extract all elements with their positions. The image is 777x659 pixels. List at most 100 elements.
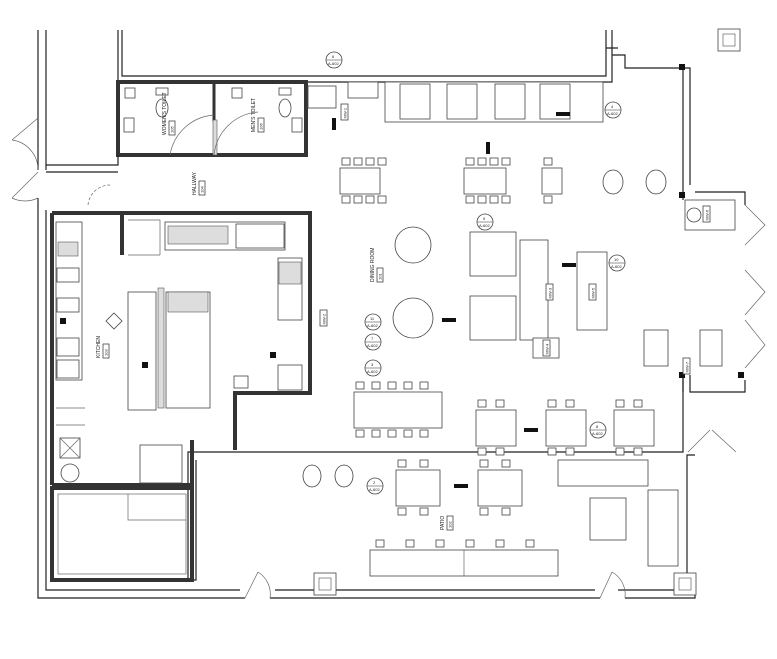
svg-text:4: 4 — [611, 104, 614, 109]
chair — [479, 507, 489, 516]
restroom-block — [116, 80, 308, 157]
chair — [477, 447, 487, 456]
chair — [353, 195, 363, 204]
chair — [387, 429, 397, 438]
banquette-north — [307, 81, 604, 123]
chair — [403, 429, 413, 438]
chair — [397, 459, 407, 468]
dining-tables-east — [643, 199, 736, 367]
chair — [353, 157, 363, 166]
exterior-doors — [11, 117, 766, 599]
fixture-tag-mw4: MW-4 — [542, 339, 551, 357]
svg-text:MW-7: MW-7 — [685, 361, 690, 372]
svg-text:106: 106 — [259, 123, 264, 130]
kitchen-elevation-marker — [105, 312, 123, 330]
elevation-tag-8: 8 A-602 — [589, 421, 607, 439]
dining-label: DINING ROOM 101 — [370, 248, 384, 283]
svg-text:A-602: A-602 — [369, 487, 380, 492]
chair — [495, 447, 505, 456]
svg-text:A-602: A-602 — [611, 264, 622, 269]
fixture-tag-mw5: MW-5 — [588, 283, 597, 301]
chair — [387, 381, 397, 390]
kitchen-walls — [50, 211, 312, 487]
elevation-tag-6: 7 A-602 — [364, 333, 382, 351]
chair — [377, 157, 387, 166]
fixture-tag-mw6: MW-6 — [702, 205, 711, 223]
chair — [465, 539, 475, 548]
svg-text:10: 10 — [614, 257, 619, 262]
chair — [355, 429, 365, 438]
chair — [495, 399, 505, 408]
chair — [489, 195, 499, 204]
chair — [501, 195, 511, 204]
patio-label: PATIO 102 — [440, 515, 454, 531]
booth-island — [469, 231, 608, 359]
svg-text:MEN'S TOILET: MEN'S TOILET — [251, 98, 257, 132]
kitchen-label: KITCHEN 103 — [96, 336, 110, 359]
chairs — [341, 157, 643, 548]
chair — [419, 381, 429, 390]
chair — [501, 157, 511, 166]
svg-text:A-602: A-602 — [607, 111, 618, 116]
chair — [403, 381, 413, 390]
dining-tables-south — [475, 409, 655, 447]
chair — [543, 195, 553, 204]
chair — [565, 447, 575, 456]
svg-text:A-602: A-602 — [367, 369, 378, 374]
svg-text:A-602: A-602 — [367, 323, 378, 328]
chair — [633, 447, 643, 456]
elevation-tag-1: 6 A-602 — [325, 51, 343, 69]
svg-text:WOMEN'S TOILET: WOMEN'S TOILET — [162, 92, 168, 135]
patio-furniture — [302, 459, 679, 577]
svg-text:9: 9 — [483, 216, 486, 221]
svg-text:11: 11 — [370, 316, 375, 321]
svg-text:2: 2 — [373, 480, 376, 485]
chair — [547, 447, 557, 456]
elevation-tag-4: 9 A-602 — [476, 213, 494, 231]
chair — [397, 507, 407, 516]
fixture-tag-mw2: MW-2 — [319, 309, 328, 327]
svg-text:102: 102 — [448, 521, 453, 528]
chair — [375, 539, 385, 548]
chair — [477, 157, 487, 166]
elevation-tag-7: 3 A-602 — [364, 359, 382, 377]
elevation-tag-3: 10 A-602 — [608, 254, 626, 272]
chair — [543, 157, 553, 166]
svg-text:A-602: A-602 — [592, 431, 603, 436]
chair — [341, 195, 351, 204]
svg-text:DINING ROOM: DINING ROOM — [370, 248, 376, 282]
chair — [501, 507, 511, 516]
chair — [477, 399, 487, 408]
svg-text:8: 8 — [596, 424, 599, 429]
column-marks — [332, 112, 576, 488]
mens-toilet-label: MEN'S TOILET 106 — [251, 98, 265, 133]
column-plinths — [313, 28, 744, 596]
svg-text:A-602: A-602 — [328, 61, 339, 66]
chair — [501, 459, 511, 468]
chair — [419, 507, 429, 516]
svg-text:MW-3: MW-3 — [548, 287, 553, 298]
chair — [405, 539, 415, 548]
svg-text:6: 6 — [332, 54, 335, 59]
chair — [525, 539, 535, 548]
chair — [479, 459, 489, 468]
svg-text:3: 3 — [371, 362, 374, 367]
chair — [365, 195, 375, 204]
chair — [477, 195, 487, 204]
walk-in-cooler — [50, 437, 194, 582]
elevation-tag-2: 4 A-602 — [604, 101, 622, 119]
chair — [371, 429, 381, 438]
chair — [419, 459, 429, 468]
svg-text:MW-1: MW-1 — [343, 107, 348, 118]
chair — [615, 399, 625, 408]
kitchen-equipment — [55, 221, 303, 484]
chair — [465, 195, 475, 204]
chair — [365, 157, 375, 166]
svg-text:101: 101 — [378, 273, 383, 280]
svg-text:HALLWAY: HALLWAY — [192, 171, 198, 195]
chair — [355, 381, 365, 390]
fixture-tag-mw7: MW-7 — [682, 357, 691, 375]
svg-text:PATIO: PATIO — [440, 516, 446, 530]
svg-text:7: 7 — [371, 336, 374, 341]
